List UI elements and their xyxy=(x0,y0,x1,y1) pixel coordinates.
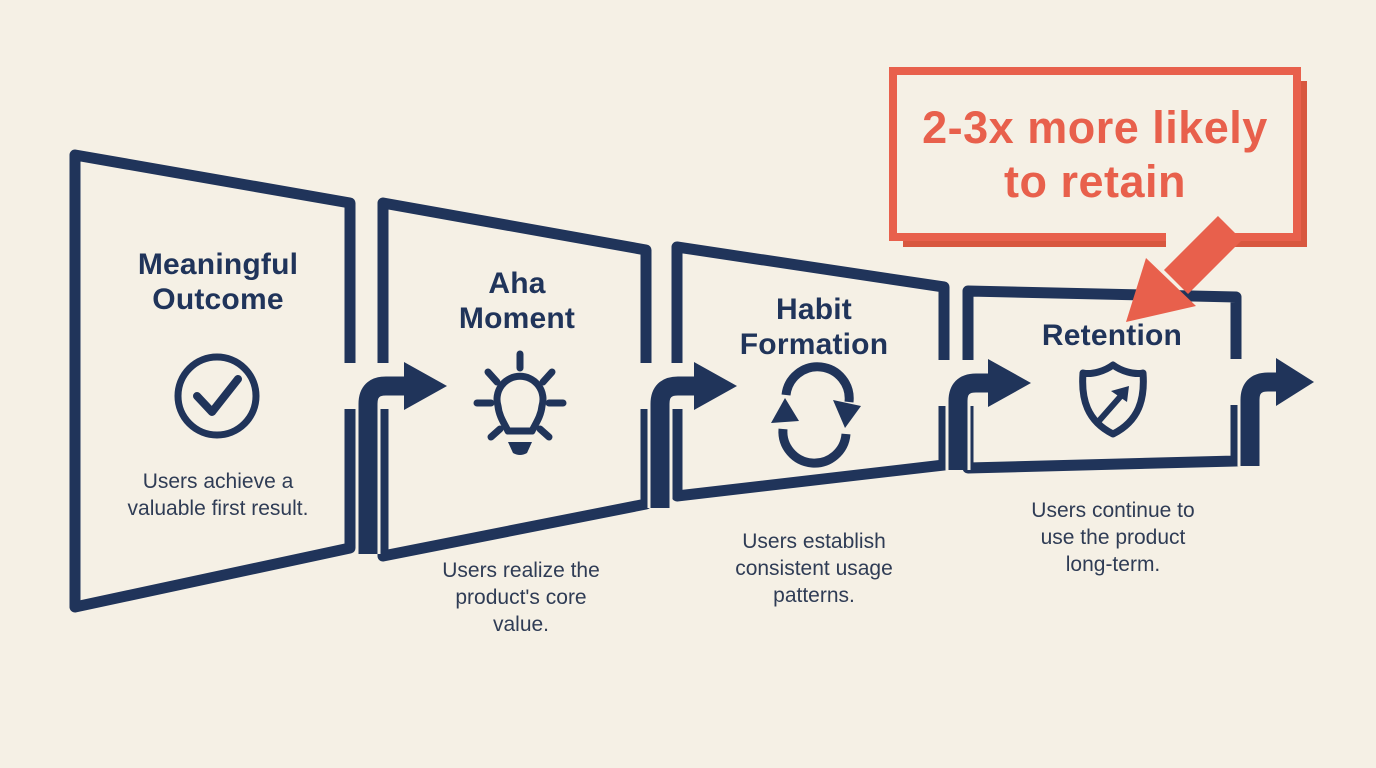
stage-1-panel xyxy=(69,149,356,613)
flow-arrow-2 xyxy=(634,362,744,508)
stage-2-description: Users realize the product's core value. xyxy=(442,559,600,636)
callout-pointer-arrow xyxy=(1126,215,1243,322)
lightbulb-icon xyxy=(473,350,567,455)
stage-2-title: Aha Moment xyxy=(458,267,576,335)
stage-2-panel xyxy=(377,197,652,562)
callout-box xyxy=(889,67,1307,322)
check-circle-icon xyxy=(174,353,260,439)
stage-4-title: Retention xyxy=(1041,319,1183,352)
stage-3-description: Users establish consistent usage pattern… xyxy=(735,530,893,607)
callout-frame xyxy=(889,67,1301,241)
stage-4-description: Users continue to use the product long-t… xyxy=(1031,499,1195,576)
shield-arrow-icon xyxy=(1079,361,1147,438)
stage-1-title: Meaningful Outcome xyxy=(137,248,299,316)
cycle-icon xyxy=(771,362,861,468)
flow-arrow-1 xyxy=(342,362,454,554)
flow-arrow-4 xyxy=(1224,358,1324,466)
callout-label: 2-3x more likely to retain xyxy=(922,102,1268,207)
stage-1-description: Users achieve a valuable first result. xyxy=(127,470,309,520)
stage-3-title: Habit Formation xyxy=(739,293,889,361)
stage-3-panel xyxy=(671,241,950,502)
flow-arrow-3 xyxy=(928,359,1038,470)
